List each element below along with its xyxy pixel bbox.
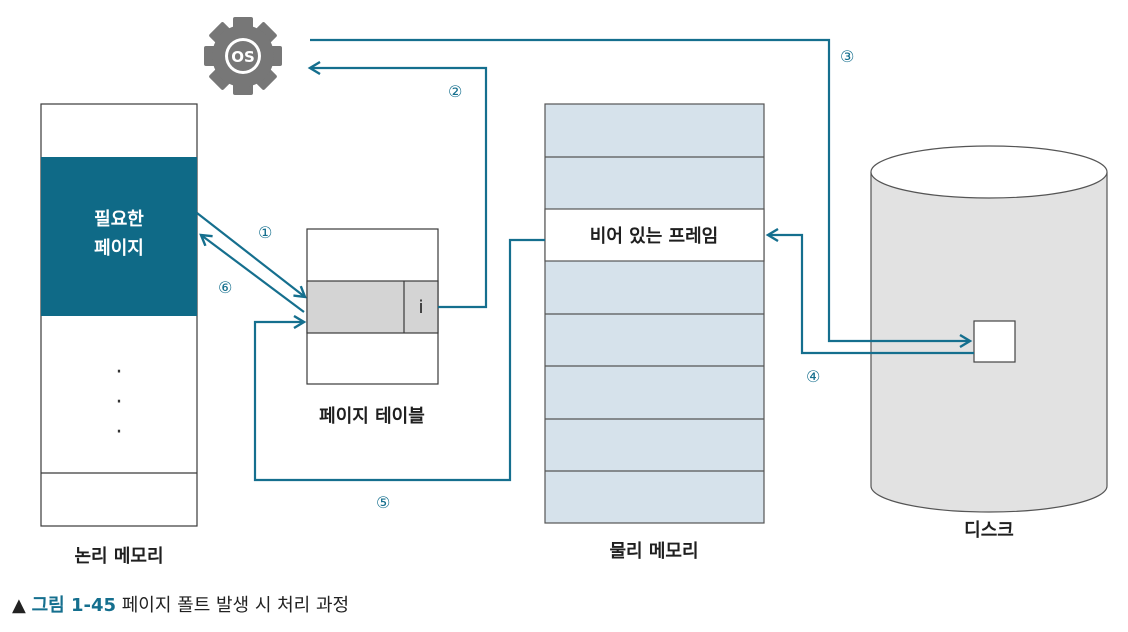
- needed-page-label-line1: 필요한: [94, 209, 144, 230]
- os-gear-icon: OS: [204, 17, 282, 95]
- os-label: OS: [231, 48, 255, 66]
- step-number-2: ②: [448, 82, 462, 101]
- caption-text: 페이지 폴트 발생 시 처리 과정: [121, 595, 350, 616]
- page-table-label: 페이지 테이블: [319, 406, 425, 427]
- disk-page-block: [973, 320, 1016, 363]
- ellipsis-dot: ·: [116, 360, 123, 385]
- arrow-step-6: [201, 235, 305, 313]
- caption-marker: ▲: [12, 595, 26, 616]
- diagram-canvas: OS 필요한 페이지 · · · 논리 메모리 i 페이지 테이블 비어 있는 …: [40, 17, 1108, 567]
- arrow-step-5: [253, 238, 545, 482]
- free-frame-label: 비어 있는 프레임: [590, 226, 718, 247]
- step-number-4: ④: [806, 367, 820, 386]
- figure-number: 그림 1-45: [31, 595, 117, 616]
- arrow-step-3: [310, 38, 970, 341]
- logical-memory: 필요한 페이지 · · · 논리 메모리: [40, 103, 198, 567]
- disk-cylinder: 디스크: [870, 145, 1108, 541]
- invalid-bit-label: i: [418, 297, 423, 318]
- ellipsis-dot: ·: [116, 390, 123, 415]
- physical-memory-label: 물리 메모리: [609, 541, 698, 562]
- disk-label: 디스크: [964, 520, 1014, 541]
- needed-page-label-line2: 페이지: [94, 238, 144, 259]
- ellipsis-dot: ·: [116, 420, 123, 445]
- arrow-step-1: [196, 212, 305, 297]
- physical-memory: 비어 있는 프레임 물리 메모리: [544, 103, 765, 562]
- step-number-1: ①: [258, 223, 272, 242]
- step-number-3: ③: [840, 47, 854, 66]
- figure-caption: ▲ 그림 1-45 페이지 폴트 발생 시 처리 과정: [12, 591, 349, 617]
- needed-page-block: [41, 157, 197, 316]
- arrow-step-4: [768, 235, 974, 355]
- gear-tooth: [253, 66, 277, 90]
- page-table: i 페이지 테이블: [306, 228, 439, 427]
- logical-memory-label: 논리 메모리: [74, 546, 163, 567]
- gear-tooth: [253, 22, 277, 46]
- flow-arrows: [196, 38, 974, 482]
- arrow-step-2: [310, 68, 488, 309]
- free-frame: [544, 208, 765, 262]
- step-number-6: ⑥: [218, 278, 232, 297]
- step-number-5: ⑤: [376, 493, 390, 512]
